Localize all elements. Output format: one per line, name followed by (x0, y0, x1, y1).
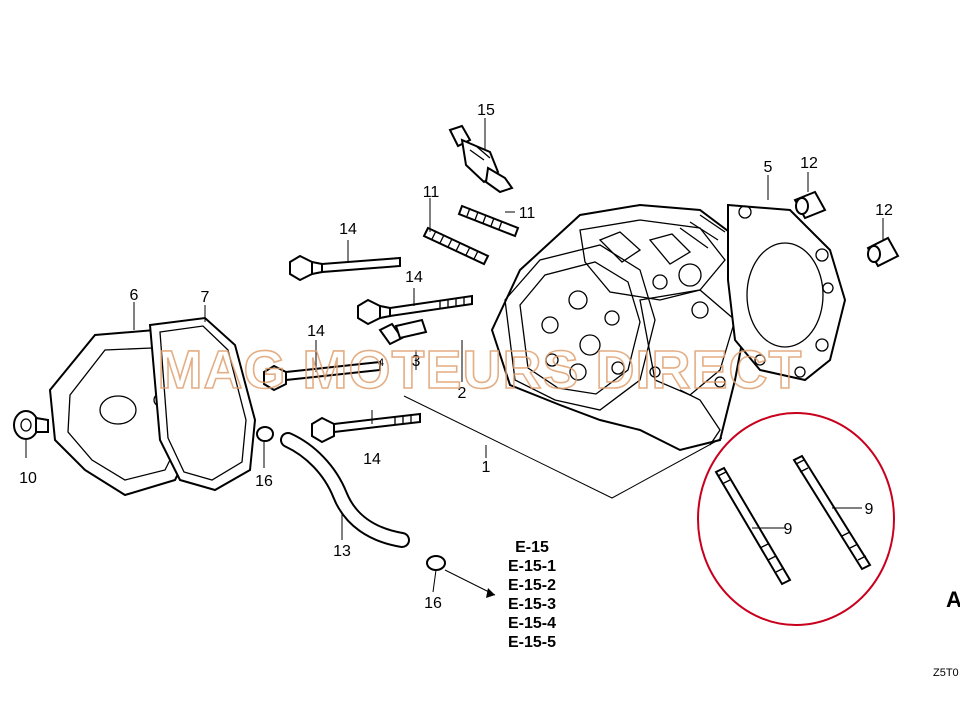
flange-bolt (263, 360, 381, 392)
breather-tube (280, 432, 410, 548)
reference-code: E-15-1 (508, 558, 556, 575)
callout-9: 9 (865, 501, 874, 518)
callout-5: 5 (764, 159, 773, 176)
callout-2: 2 (458, 385, 467, 402)
head-bolt (714, 466, 792, 586)
hose-clamp (256, 426, 274, 442)
reference-code: E-15 (515, 539, 549, 556)
pin (378, 318, 428, 346)
head-bolt (792, 454, 872, 571)
hose-clamp (426, 555, 446, 571)
callout-12: 12 (875, 202, 893, 219)
spark-plug (448, 124, 514, 194)
callout-7: 7 (201, 289, 210, 306)
reference-list: E-15 E-15-1 E-15-2 E-15-3 E-15-4 E-15-5 (508, 539, 556, 651)
flange-bolt (311, 412, 421, 444)
dowel-pin (793, 190, 827, 220)
callout-14: 14 (307, 323, 325, 340)
callout-14: 14 (363, 451, 381, 468)
callout-10: 10 (19, 470, 37, 487)
callout-16: 16 (424, 595, 442, 612)
callout-6: 6 (130, 287, 139, 304)
callout-1: 1 (482, 459, 491, 476)
callout-12: 12 (800, 155, 818, 172)
reference-code: E-15-5 (508, 634, 556, 651)
callout-3: 3 (412, 353, 421, 370)
callout-9: 9 (784, 521, 793, 538)
callout-15: 15 (477, 102, 495, 119)
reference-code: E-15-3 (508, 596, 556, 613)
callout-4: 4 (378, 357, 384, 369)
diagram-code: Z5T0 (933, 667, 959, 679)
cylinder-head (490, 203, 752, 452)
highlight-circle (697, 412, 895, 626)
stud (457, 204, 520, 238)
callout-13: 13 (333, 543, 351, 560)
callout-16: 16 (255, 473, 273, 490)
washer-nut (13, 410, 49, 440)
dowel-pin (866, 236, 900, 268)
callout-11: 11 (423, 184, 440, 201)
flange-bolt (357, 294, 473, 326)
head-cover-gasket (148, 316, 257, 492)
flange-bolt (289, 254, 401, 282)
reference-code: E-15-2 (508, 577, 556, 594)
reference-code: E-15-4 (508, 615, 556, 632)
callout-11: 11 (519, 205, 536, 222)
head-gasket (727, 203, 847, 382)
callout-14: 14 (339, 221, 357, 238)
callout-labels: 1 2 3 4 5 6 7 9 9 10 11 11 12 12 13 14 1… (19, 102, 893, 612)
leader-lines (25, 118, 884, 598)
watermark: MAG MOTEURS DIRECT (158, 340, 803, 400)
callout-14: 14 (405, 269, 423, 286)
stud (422, 226, 490, 266)
edge-glyph: A (946, 587, 960, 612)
